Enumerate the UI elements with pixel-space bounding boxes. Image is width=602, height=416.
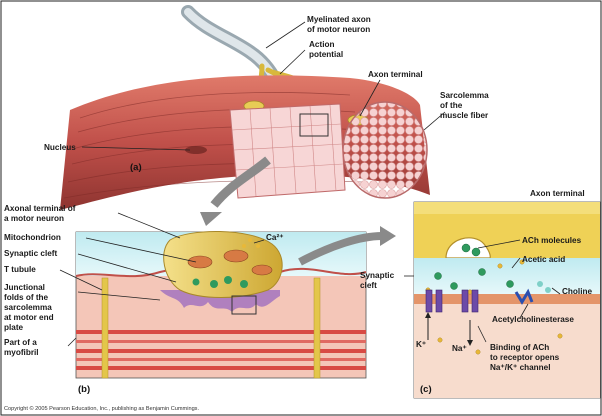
label-mitochondrion: Mitochondrion <box>4 233 61 242</box>
label-axonal-terminal-2: a motor neuron <box>4 214 64 223</box>
label-calcium: Ca²⁺ <box>266 233 284 242</box>
label-binding-2: to receptor opens <box>490 353 560 362</box>
label-synaptic-cleft-c-1: Synaptic <box>360 271 395 280</box>
cutaway-grid-lines <box>231 104 344 197</box>
panel-c-cleft <box>414 258 600 294</box>
label-myelinated-axon-2: of motor neuron <box>307 25 370 34</box>
label-action-potential-2: potential <box>309 50 343 59</box>
label-k-ion: K⁺ <box>416 340 426 349</box>
ach-molecules <box>434 243 514 290</box>
label-junctional-3: sarcolemma <box>4 303 52 312</box>
label-axon-terminal-a: Axon terminal <box>368 70 423 79</box>
label-synaptic-cleft-c-2: cleft <box>360 281 377 290</box>
label-binding-3: Na⁺/K⁺ channel <box>490 363 551 372</box>
panel-c-synapse: Axon terminal ACh molecules Acetic acid … <box>360 189 601 399</box>
label-synaptic-cleft-b: Synaptic cleft <box>4 249 58 258</box>
panel-a-muscle-fiber: Myelinated axon of motor neuron Action p… <box>44 5 489 210</box>
label-junctional-5: plate <box>4 323 24 332</box>
label-binding-1: Binding of ACh <box>490 343 549 352</box>
label-myelinated-axon-1: Myelinated axon <box>307 15 371 24</box>
zoom-box-a <box>299 113 329 137</box>
label-acetylcholinesterase: Acetylcholinesterase <box>492 315 574 324</box>
zoom-arrow-b-to-c-head <box>380 226 396 246</box>
panel-label-b: (b) <box>78 384 90 395</box>
label-choline: Choline <box>562 287 592 296</box>
choline-molecules <box>537 281 551 293</box>
label-ach-molecules: ACh molecules <box>522 236 582 245</box>
panel-c-muscle-side <box>414 304 600 398</box>
acetylcholinesterase-enzyme <box>514 288 534 305</box>
zoom-arrow-a-to-b <box>210 156 271 208</box>
label-action-potential-1: Action <box>309 40 334 49</box>
panel-label-c: (c) <box>420 384 432 395</box>
synaptic-vesicles <box>192 276 248 288</box>
copyright-notice: Copyright © 2005 Pearson Education, Inc.… <box>4 405 199 412</box>
label-na-ion: Na⁺ <box>452 344 467 353</box>
label-sarcolemma-1: Sarcolemma <box>440 91 489 100</box>
t-tubule-left <box>101 277 109 379</box>
label-sarcolemma-3: muscle fiber <box>440 111 489 120</box>
label-axon-terminal-c: Axon terminal <box>530 189 585 198</box>
calcium-ions <box>242 238 260 248</box>
t-tubule-right <box>313 277 321 379</box>
nucleus-shape <box>185 146 207 154</box>
label-myofibril-1: Part of a <box>4 338 37 347</box>
axonal-terminal-b <box>163 230 283 298</box>
zoom-arrow-a-to-b-head <box>200 212 222 226</box>
label-sarcolemma-2: of the <box>440 101 463 110</box>
postsynaptic-membrane <box>414 294 600 304</box>
ach-receptors <box>425 289 479 313</box>
label-t-tubule: T tubule <box>4 265 36 274</box>
label-junctional-2: folds of the <box>4 293 49 302</box>
cutaway-grid <box>229 103 346 199</box>
label-junctional-1: Junctional <box>4 283 45 292</box>
myofibril-stripes <box>76 330 366 370</box>
label-nucleus: Nucleus <box>44 143 76 152</box>
label-acetic-acid: Acetic acid <box>522 255 565 264</box>
mitochondria <box>187 249 273 276</box>
label-axonal-terminal-1: Axonal terminal of <box>4 204 76 213</box>
label-myofibril-2: myofibril <box>4 348 39 357</box>
muscle-cross-section <box>342 101 428 199</box>
zoom-box-b <box>231 295 257 315</box>
zoom-arrow-b-to-c <box>298 232 383 266</box>
label-junctional-4: at motor end <box>4 313 54 322</box>
panel-b-endplate: Axonal terminal of a motor neuron Mitoch… <box>4 204 367 395</box>
panel-label-a: (a) <box>130 162 142 173</box>
